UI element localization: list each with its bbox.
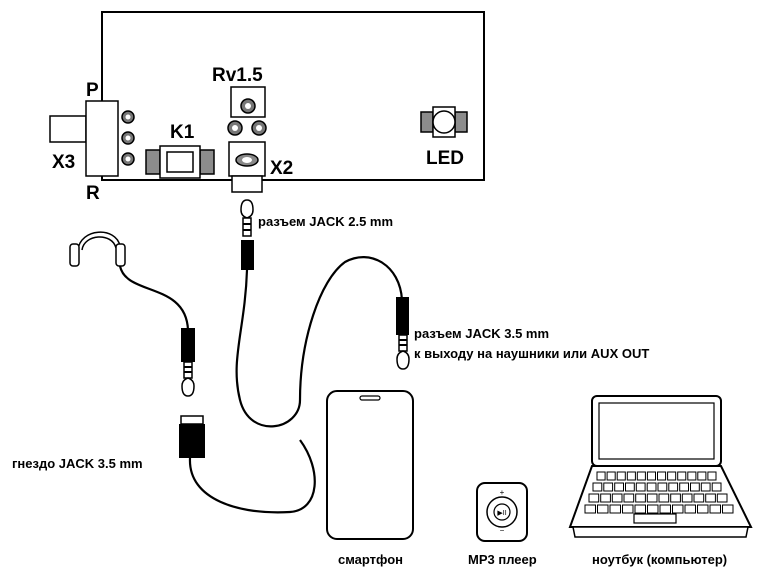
laptop-key: [596, 471, 606, 481]
laptop-key: [597, 504, 609, 514]
laptop-key: [646, 493, 658, 503]
component-k1: [145, 145, 215, 179]
laptop-key: [672, 504, 684, 514]
label-mp3: MP3 плеер: [468, 552, 537, 567]
laptop-key: [697, 504, 709, 514]
laptop-key: [646, 471, 657, 481]
label-socket35: гнездо JACK 3.5 mm: [12, 456, 143, 471]
potentiometer-rv: [227, 86, 267, 136]
laptop-key: [611, 493, 623, 503]
laptop-key: [670, 493, 681, 503]
label-rv: Rv1.5: [212, 65, 263, 86]
laptop-key: [722, 504, 734, 514]
laptop-key: [658, 493, 670, 503]
laptop-icon: [568, 395, 753, 538]
laptop-key: [616, 471, 626, 481]
laptop-key: [625, 482, 635, 492]
laptop-key: [705, 493, 716, 503]
laptop-key: [614, 482, 625, 492]
laptop-key: [697, 471, 707, 481]
laptop-key: [622, 504, 634, 514]
laptop-key: [592, 482, 603, 492]
laptop-key: [668, 482, 679, 492]
label-k1: K1: [170, 122, 195, 143]
laptop-key: [690, 482, 700, 492]
svg-text:▶II: ▶II: [497, 510, 506, 517]
laptop-keyboard: [584, 471, 734, 514]
label-smartphone: смартфон: [338, 552, 403, 567]
laptop-key: [600, 493, 611, 503]
headset-icon: [69, 231, 195, 397]
jack-plug-icon: [240, 199, 254, 270]
label-x2: X2: [270, 158, 293, 179]
laptop-key: [606, 471, 616, 481]
laptop-key: [707, 471, 717, 481]
jack-plug-icon: [396, 297, 410, 370]
label-jack35-line2: к выходу на наушники или AUX OUT: [414, 346, 649, 361]
laptop-key: [667, 471, 677, 481]
connector-x2: [228, 141, 266, 193]
laptop-key: [635, 482, 646, 492]
laptop-key: [657, 482, 668, 492]
label-p: P: [86, 80, 99, 101]
laptop-key: [684, 504, 696, 514]
label-r: R: [86, 183, 100, 204]
laptop-key: [635, 493, 646, 503]
laptop-key: [709, 504, 721, 514]
laptop-key: [677, 471, 687, 481]
laptop-key: [603, 482, 614, 492]
laptop-key: [647, 504, 659, 514]
laptop-key: [693, 493, 705, 503]
laptop-key: [681, 493, 693, 503]
laptop-key: [634, 504, 646, 514]
socket-jack35: [179, 415, 316, 514]
laptop-key: [636, 471, 646, 481]
cable-main: [235, 256, 404, 428]
laptop-key: [659, 504, 671, 514]
laptop-key: [623, 493, 635, 503]
laptop-key: [646, 482, 657, 492]
svg-text:+: +: [500, 488, 505, 497]
label-x3: X3: [52, 152, 75, 173]
smartphone-icon: [326, 390, 414, 540]
laptop-key: [687, 471, 697, 481]
laptop-key: [588, 493, 600, 503]
laptop-key: [584, 504, 596, 514]
laptop-key: [700, 482, 711, 492]
label-jack25: разъем JACK 2.5 mm: [258, 214, 393, 229]
laptop-key: [711, 482, 722, 492]
laptop-key: [657, 471, 667, 481]
laptop-key: [609, 504, 621, 514]
laptop-key: [716, 493, 728, 503]
mp3-player-icon: + − ▶II: [476, 482, 528, 542]
led-indicator: [420, 106, 468, 138]
switch-x3: [49, 100, 135, 177]
label-led: LED: [426, 148, 464, 169]
laptop-key: [679, 482, 690, 492]
svg-text:−: −: [500, 526, 505, 535]
label-jack35-line1: разъем JACK 3.5 mm: [414, 326, 549, 341]
laptop-key: [626, 471, 636, 481]
label-laptop: ноутбук (компьютер): [592, 552, 727, 567]
